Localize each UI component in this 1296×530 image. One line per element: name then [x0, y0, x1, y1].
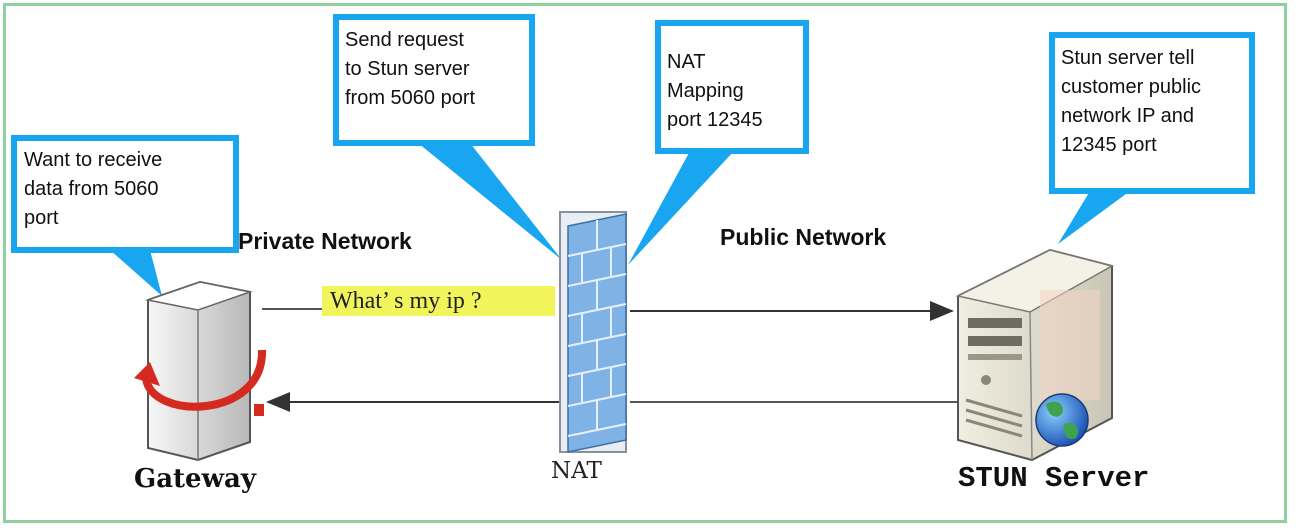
callout-nat-mapping-text: NAT Mapping port 12345 [667, 51, 763, 131]
stun-server-icon [955, 248, 1114, 462]
gateway-label: Gateway [134, 464, 256, 494]
callout-send-request-text: Send request to Stun server from 5060 po… [345, 29, 476, 109]
private-network-label: Private Network [238, 228, 412, 254]
callout-gateway [11, 135, 239, 296]
callout-gateway-text: Want to receive data from 5060 port [24, 149, 163, 229]
callout-nat-mapping [628, 20, 809, 265]
public-network-label: Public Network [720, 224, 887, 250]
sync-arrow-icon [142, 349, 267, 411]
callout-send-request [333, 14, 562, 260]
nat-label: NAT [551, 458, 602, 484]
whats-my-ip-query: What’ s my ip ? [322, 286, 555, 316]
gateway-device-icon [134, 280, 267, 462]
diagram-frame [3, 3, 1287, 523]
stun-server-label: STUN Server [958, 462, 1150, 495]
globe-icon [1035, 393, 1089, 447]
callout-stun-reply [1049, 32, 1255, 244]
nat-firewall-icon [559, 211, 627, 453]
callout-stun-reply-text: Stun server tell customer public network… [1061, 47, 1202, 156]
